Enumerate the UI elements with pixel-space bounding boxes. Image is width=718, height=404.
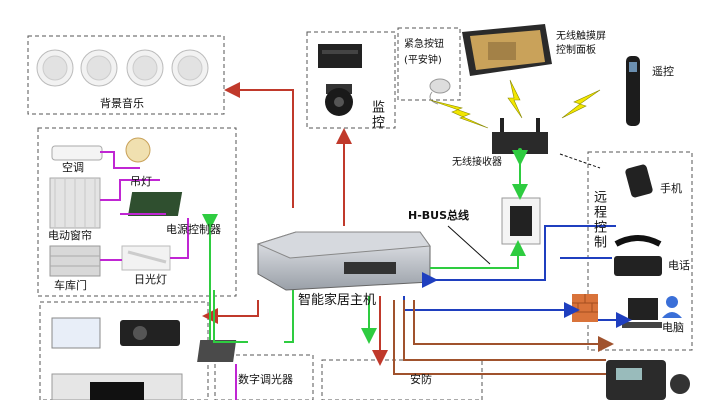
fluorescent-lamp-icon: [121, 245, 171, 271]
label-wireless-receiver: 无线接收器: [452, 157, 502, 168]
chandelier-icon: [125, 137, 151, 163]
music-group-box: [27, 35, 225, 115]
link-music: [224, 82, 294, 208]
label-host: 智能家居主机: [298, 293, 377, 308]
label-computer: 电脑: [662, 321, 684, 334]
label-panic-bell: (平安钟): [404, 55, 442, 66]
dome-camera-icon: [325, 84, 353, 116]
dimmer-icon: [197, 340, 237, 362]
speaker-icons: [36, 49, 209, 87]
label-remote: 遥控: [652, 65, 674, 78]
label-monitor: 监控: [369, 100, 384, 130]
screen-icon: [51, 317, 101, 349]
wireless-signal-icons: [429, 79, 601, 129]
telephone-icon: [614, 235, 662, 276]
link-dimmer: [284, 290, 294, 343]
remote-group-box: [587, 151, 693, 351]
wireless-receiver-icon: [492, 118, 548, 154]
touch-panel-icon: [462, 24, 552, 76]
remote-pointer: [559, 153, 601, 169]
link-av: [202, 300, 259, 324]
power-controller-icon: [127, 192, 183, 216]
label-background-music: 背景音乐: [100, 97, 144, 110]
label-emergency-button: 紧急按钮: [404, 39, 444, 50]
label-mobile-phone: 手机: [660, 182, 682, 195]
computer-icon: [622, 298, 662, 328]
label-digital-dimmer: 数字调光器: [238, 373, 293, 386]
label-remote-control: 远程控制: [591, 190, 606, 250]
label-power-controller: 电源控制器: [166, 223, 221, 236]
link-purple-5: [170, 218, 189, 259]
remote-control-icon: [626, 56, 640, 126]
link-computer: [403, 296, 580, 318]
link-brown-3: [393, 300, 606, 375]
mobile-phone-icon: [625, 164, 653, 198]
label-security: 安防: [410, 373, 432, 386]
link-brown-2: [403, 300, 606, 361]
link-purple-2: [100, 179, 160, 201]
link-purple-1: [100, 151, 140, 169]
curtain-icon: [49, 177, 101, 229]
emergency-group-box: [397, 27, 461, 101]
dvr-icon: [318, 44, 362, 68]
hbus-wall-panel-icon: [501, 197, 541, 245]
label-wireless-panel-1: 无线触摸屏: [556, 31, 606, 42]
link-hbus: [430, 240, 526, 269]
user-icon: [662, 296, 682, 318]
link-phone: [422, 225, 616, 288]
security-group-box: [321, 359, 483, 401]
host-icon: [256, 231, 431, 291]
hbus-pointer: [447, 225, 491, 265]
label-chandelier: 吊灯: [130, 175, 152, 188]
air-conditioner-icon: [51, 145, 103, 161]
emergency-button-icon: [429, 78, 451, 105]
link-brown-1: [413, 300, 614, 352]
label-fluorescent-lamp: 日光灯: [134, 273, 167, 286]
label-air-conditioner: 空调: [62, 161, 84, 174]
firewall-icon: [572, 294, 598, 322]
label-wireless-panel-2: 控制面板: [556, 45, 596, 56]
garage-door-icon: [49, 245, 101, 277]
link-dimmer-2: [213, 290, 248, 343]
label-hbus: H-BUS总线: [408, 209, 470, 222]
tv-wall-icon: [51, 373, 183, 401]
projector-icon: [120, 320, 180, 346]
label-garage-door: 车库门: [54, 279, 87, 292]
label-electric-curtain: 电动窗帘: [48, 229, 92, 242]
label-telephone: 电话: [668, 259, 690, 272]
appliance-group-box: [37, 127, 237, 297]
security-panel-icon: [606, 360, 690, 400]
